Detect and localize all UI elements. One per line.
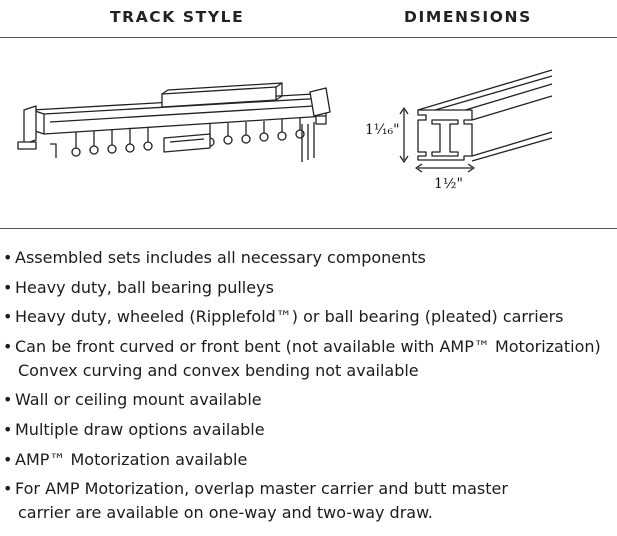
list-item: •Assembled sets includes all necessary c… [0, 246, 617, 270]
bullet-icon: • [3, 390, 13, 410]
bullet-icon: • [3, 248, 13, 267]
list-item: •For AMP Motorization, overlap master ca… [3, 479, 508, 522]
list-item: •AMP™ Motorization available [0, 448, 617, 472]
width-dimension-label: 1½" [434, 176, 463, 192]
bullet-icon: • [3, 307, 13, 327]
track-style-heading: TRACK STYLE [110, 8, 245, 26]
bullet-icon: • [3, 277, 13, 297]
list-item: •Multiple draw options available [0, 418, 617, 442]
track-profile-illustration [399, 69, 553, 173]
section-divider [0, 228, 617, 229]
bullet-icon: • [3, 449, 13, 469]
list-item: •Can be front curved or front bent (not … [3, 337, 601, 380]
list-item: •Heavy duty, wheeled (Ripplefold™) or ba… [0, 305, 617, 329]
feature-list: •Assembled sets includes all necessary c… [0, 246, 617, 531]
bullet-icon: • [3, 479, 13, 499]
height-dimension-label: 1¹⁄₁₆" [365, 122, 400, 138]
dimensions-heading: DIMENSIONS [404, 8, 532, 26]
list-item: •Heavy duty, ball bearing pulleys [0, 276, 617, 300]
track-style-illustration [17, 82, 331, 162]
list-item: •Wall or ceiling mount available [0, 388, 617, 412]
top-divider [0, 37, 617, 38]
bullet-icon: • [3, 419, 13, 439]
bullet-icon: • [3, 337, 13, 357]
